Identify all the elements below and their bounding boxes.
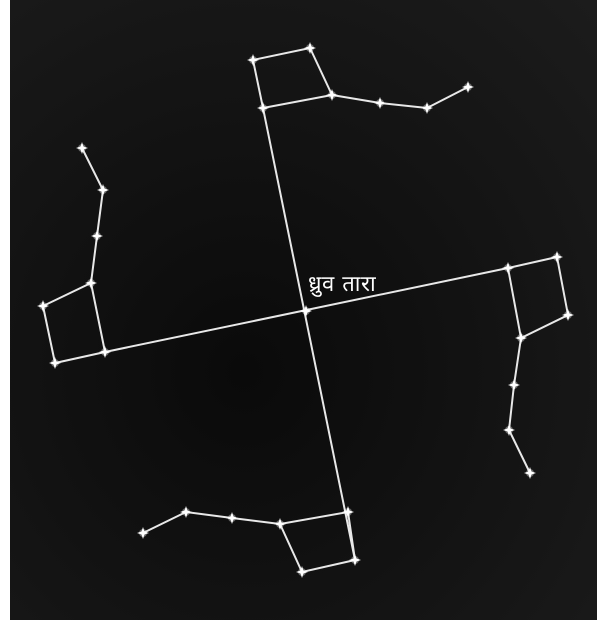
star bbox=[503, 424, 515, 436]
star bbox=[99, 346, 111, 358]
star bbox=[137, 527, 149, 539]
star bbox=[304, 42, 316, 54]
stars bbox=[37, 42, 574, 578]
star bbox=[374, 97, 386, 109]
star bbox=[326, 89, 338, 101]
star bbox=[462, 81, 474, 93]
star bbox=[562, 309, 574, 321]
star bbox=[37, 300, 49, 312]
star bbox=[226, 512, 238, 524]
star bbox=[551, 251, 563, 263]
star bbox=[97, 184, 109, 196]
top-dipper-bowl bbox=[253, 48, 332, 108]
star bbox=[421, 102, 433, 114]
star bbox=[274, 518, 286, 530]
star bbox=[508, 379, 520, 391]
pole-star bbox=[300, 305, 312, 317]
left-dipper-handle bbox=[82, 148, 103, 283]
star bbox=[257, 102, 269, 114]
bottom-dipper-handle bbox=[143, 512, 280, 533]
star bbox=[515, 332, 527, 344]
star bbox=[296, 566, 308, 578]
left-dipper-bowl bbox=[43, 283, 105, 363]
star bbox=[247, 54, 259, 66]
right-dipper-handle bbox=[509, 338, 530, 473]
star bbox=[180, 506, 192, 518]
star bbox=[524, 467, 536, 479]
star bbox=[85, 277, 97, 289]
top-dipper-handle bbox=[332, 87, 468, 108]
vertical-axis-line bbox=[263, 108, 355, 560]
right-dipper-bowl bbox=[508, 257, 568, 338]
pole-star-label: ध्रुव तारा bbox=[308, 268, 376, 298]
star bbox=[91, 230, 103, 242]
star bbox=[502, 262, 514, 274]
bottom-dipper-bowl bbox=[280, 512, 355, 572]
star bbox=[76, 142, 88, 154]
star bbox=[49, 357, 61, 369]
star bbox=[349, 554, 361, 566]
